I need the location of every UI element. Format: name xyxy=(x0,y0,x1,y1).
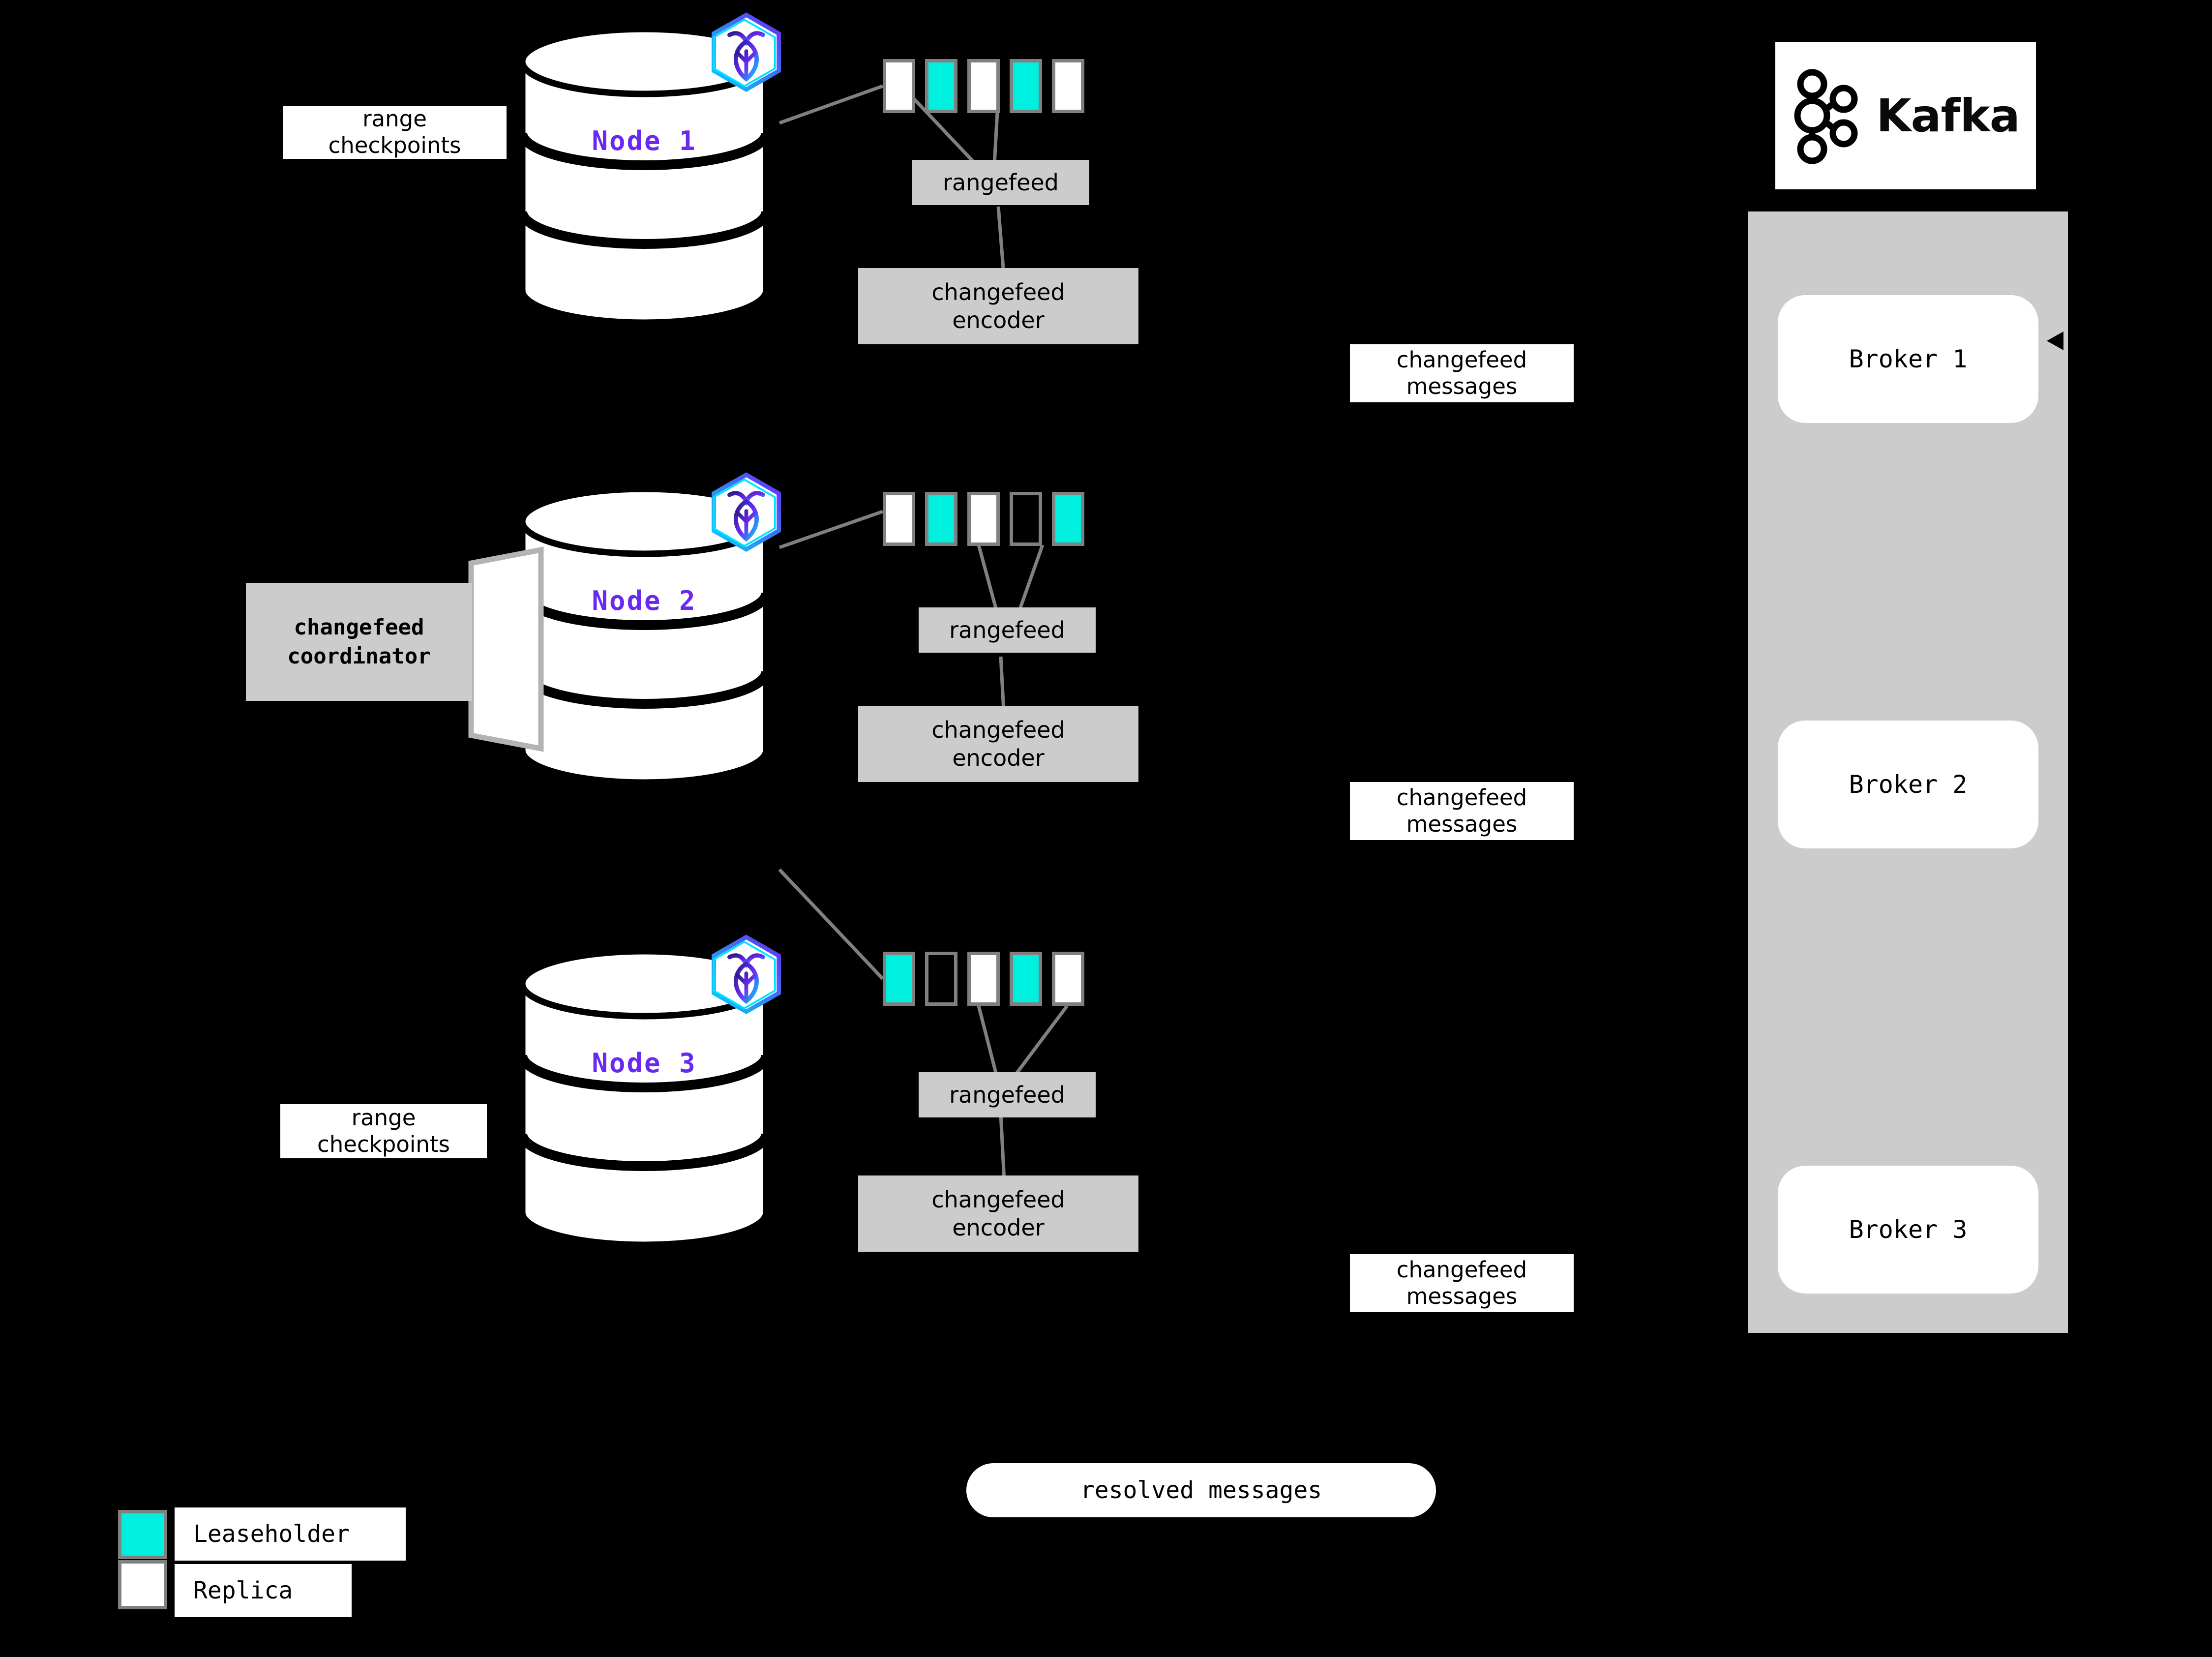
range-box[interactable] xyxy=(1052,952,1084,1006)
node-3-label: Node 3 xyxy=(592,1048,697,1079)
node-2-label: Node 2 xyxy=(592,585,697,616)
legend-label-leaseholder: Leaseholder xyxy=(175,1507,406,1561)
node-2-encoder-label: changefeed encoder xyxy=(931,717,1065,771)
changefeed-coordinator-label: changefeed coordinator xyxy=(287,614,431,669)
kafka-name: Kafka xyxy=(1876,89,2020,142)
changefeed-messages-label-1: changefeed messages xyxy=(1350,344,1574,402)
node-1-range-checkpoints-label: range checkpoints xyxy=(283,106,507,159)
range-box[interactable] xyxy=(925,952,957,1006)
node-3-ranges xyxy=(883,952,1084,1006)
resolved-messages-label: resolved messages xyxy=(1080,1476,1322,1504)
kafka-broker-panel: Broker 1 Broker 2 Broker 3 xyxy=(1748,211,2068,1333)
coordinator-flag-connector xyxy=(468,546,544,752)
node-2-ranges xyxy=(883,492,1084,546)
legend-swatch-leaseholder xyxy=(118,1510,167,1559)
node-1-encoder-box[interactable]: changefeed encoder xyxy=(858,268,1138,344)
legend-label-replica: Replica xyxy=(175,1564,352,1617)
node-3-encoder-box[interactable]: changefeed encoder xyxy=(858,1175,1138,1252)
range-box[interactable] xyxy=(967,952,1000,1006)
node-2-encoder-box[interactable]: changefeed encoder xyxy=(858,706,1138,782)
range-box[interactable] xyxy=(1010,492,1042,546)
range-box[interactable] xyxy=(883,59,915,113)
broker-2-box[interactable]: Broker 2 xyxy=(1778,721,2038,848)
broker-1-label: Broker 1 xyxy=(1849,345,1968,373)
node-1-rangefeed-label: rangefeed xyxy=(943,169,1059,196)
cockroachdb-hex-icon xyxy=(703,932,789,1021)
cockroachdb-hex-icon xyxy=(703,470,789,558)
resolved-messages-pill[interactable]: resolved messages xyxy=(966,1463,1436,1517)
broker-3-label: Broker 3 xyxy=(1849,1215,1968,1244)
broker-inbound-arrow-icon xyxy=(2047,331,2063,350)
range-box[interactable] xyxy=(883,492,915,546)
range-box[interactable] xyxy=(1052,492,1084,546)
kafka-nodes-icon xyxy=(1794,69,1858,164)
broker-3-box[interactable]: Broker 3 xyxy=(1778,1166,2038,1294)
range-box[interactable] xyxy=(967,492,1000,546)
kafka-logo: Kafka xyxy=(1775,42,2036,189)
changefeed-messages-label-2: changefeed messages xyxy=(1350,782,1574,840)
range-box[interactable] xyxy=(1010,59,1042,113)
range-box[interactable] xyxy=(925,492,957,546)
range-box[interactable] xyxy=(1052,59,1084,113)
node-1-encoder-label: changefeed encoder xyxy=(931,279,1065,333)
range-box[interactable] xyxy=(1010,952,1042,1006)
broker-1-box[interactable]: Broker 1 xyxy=(1778,295,2038,423)
node-1-rangefeed-box[interactable]: rangefeed xyxy=(912,160,1089,205)
node-3-rangefeed-label: rangefeed xyxy=(949,1081,1065,1108)
changefeed-coordinator-box[interactable]: changefeed coordinator xyxy=(246,583,472,701)
node-1-label: Node 1 xyxy=(592,125,697,156)
cockroachdb-hex-icon xyxy=(703,10,789,98)
legend-swatch-replica xyxy=(118,1560,167,1609)
node-3-encoder-label: changefeed encoder xyxy=(931,1186,1065,1241)
node-2-rangefeed-box[interactable]: rangefeed xyxy=(919,607,1096,653)
node-3-range-checkpoints-label: range checkpoints xyxy=(280,1104,487,1158)
changefeed-messages-label-3: changefeed messages xyxy=(1350,1254,1574,1312)
node-2-cylinder: Node 2 xyxy=(516,484,772,784)
node-3-cylinder: Node 3 xyxy=(516,947,772,1247)
range-box[interactable] xyxy=(883,952,915,1006)
broker-2-label: Broker 2 xyxy=(1849,770,1968,799)
node-1-cylinder: Node 1 xyxy=(516,25,772,325)
range-box[interactable] xyxy=(925,59,957,113)
range-box[interactable] xyxy=(967,59,1000,113)
node-1-ranges xyxy=(883,59,1084,113)
node-2-rangefeed-label: rangefeed xyxy=(949,616,1065,643)
node-3-rangefeed-box[interactable]: rangefeed xyxy=(919,1072,1096,1117)
